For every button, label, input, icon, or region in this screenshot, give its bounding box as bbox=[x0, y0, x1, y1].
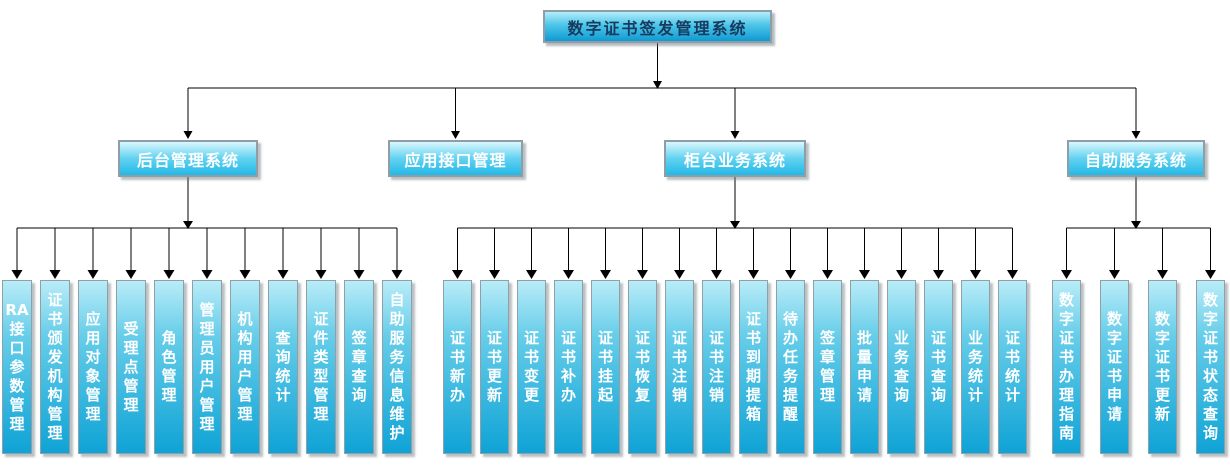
backend-leaf: 角色管理 bbox=[154, 280, 184, 454]
counter-leaf: 证书注销 bbox=[665, 280, 694, 454]
counter-leaf: 证书更新 bbox=[480, 280, 509, 454]
root-node: 数字证书签发管理系统 bbox=[543, 10, 772, 43]
counter-leaf: 业务统计 bbox=[961, 280, 990, 454]
backend-leaf: 证件类型管理 bbox=[306, 280, 336, 454]
group-node-api: 应用接口管理 bbox=[388, 140, 523, 177]
backend-leaf: 查询统计 bbox=[268, 280, 298, 454]
group-node-backend: 后台管理系统 bbox=[118, 140, 258, 177]
counter-leaf: 证书恢复 bbox=[628, 280, 657, 454]
counter-leaf: 业务查询 bbox=[887, 280, 916, 454]
selfservice-leaf: 数字证书更新 bbox=[1148, 280, 1177, 454]
counter-leaf: 待办任务提醒 bbox=[776, 280, 805, 454]
counter-leaf: 证书查询 bbox=[924, 280, 953, 454]
group-node-label: 应用接口管理 bbox=[404, 150, 507, 170]
backend-leaf: 管理员用户管理 bbox=[192, 280, 222, 454]
backend-leaf: RA接口参数管理 bbox=[2, 280, 32, 454]
selfservice-leaf: 数字证书申请 bbox=[1100, 280, 1129, 454]
backend-leaf: 签章查询 bbox=[344, 280, 374, 454]
counter-leaf: 证书到期提箱 bbox=[739, 280, 768, 454]
backend-leaf: 应用对象管理 bbox=[78, 280, 108, 454]
group-node-label: 柜台业务系统 bbox=[683, 150, 786, 170]
backend-leaf: 受理点管理 bbox=[116, 280, 146, 454]
backend-leaf: 自助服务信息维护 bbox=[382, 280, 412, 454]
group-node-selfservice: 自助服务系统 bbox=[1067, 140, 1205, 177]
counter-leaf: 证书注销 bbox=[702, 280, 731, 454]
selfservice-leaf: 数字证书办理指南 bbox=[1052, 280, 1081, 454]
counter-leaf: 证书统计 bbox=[998, 280, 1027, 454]
backend-leaf: 证书颁发机构管理 bbox=[40, 280, 70, 454]
counter-leaf: 证书变更 bbox=[517, 280, 546, 454]
counter-leaf: 证书挂起 bbox=[591, 280, 620, 454]
counter-leaf: 签章管理 bbox=[813, 280, 842, 454]
counter-leaf: 批量申请 bbox=[850, 280, 879, 454]
counter-leaf: 证书新办 bbox=[443, 280, 472, 454]
backend-leaf: 机构用户管理 bbox=[230, 280, 260, 454]
group-node-counter: 柜台业务系统 bbox=[664, 140, 806, 177]
group-node-label: 自助服务系统 bbox=[1084, 150, 1187, 170]
selfservice-leaf: 数字证书状态查询 bbox=[1196, 280, 1225, 454]
group-node-label: 后台管理系统 bbox=[136, 150, 239, 170]
root-node-label: 数字证书签发管理系统 bbox=[567, 18, 748, 38]
counter-leaf: 证书补办 bbox=[554, 280, 583, 454]
